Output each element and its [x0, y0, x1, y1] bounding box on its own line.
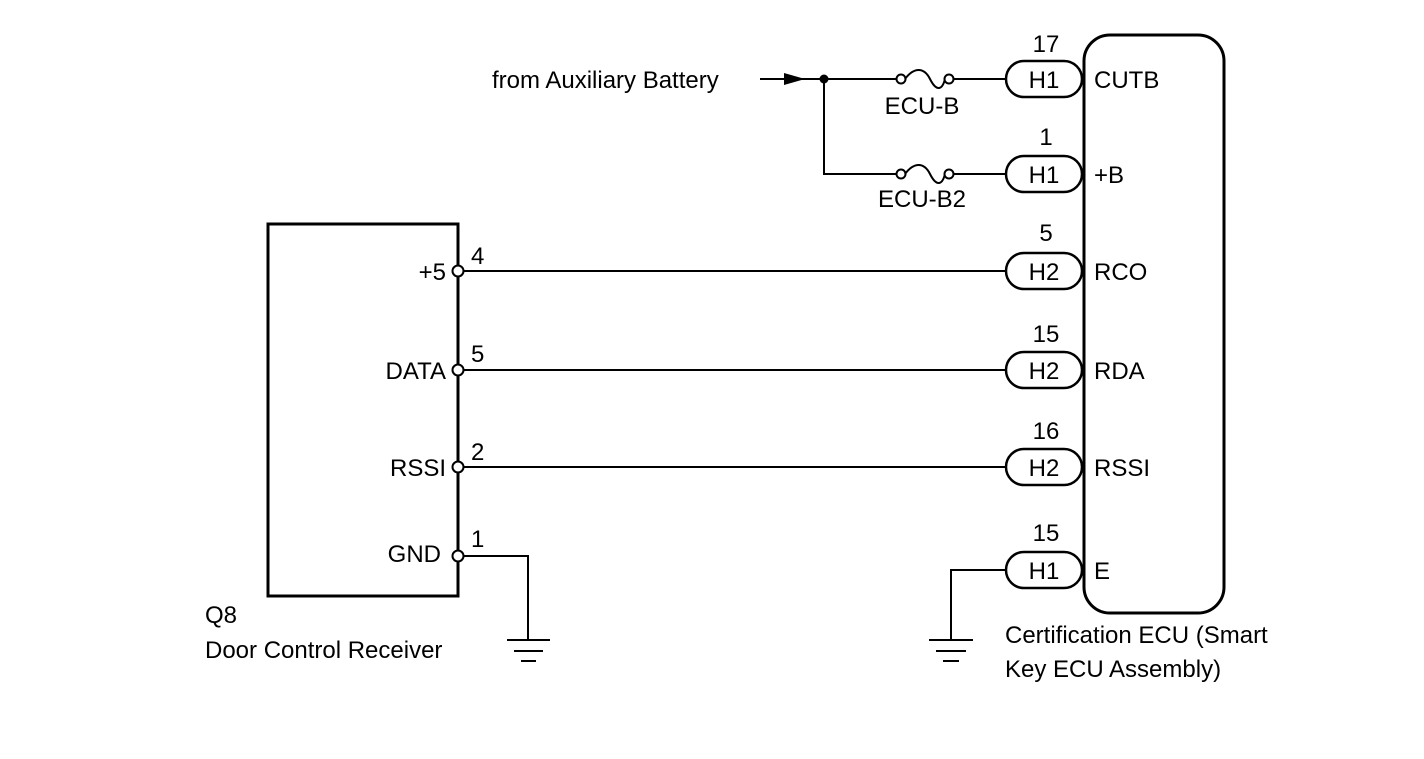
terminal-label: +B	[1094, 162, 1124, 189]
terminal-label: RDA	[1094, 358, 1145, 385]
connector-label: H1	[1029, 558, 1060, 585]
connector-label: H2	[1029, 358, 1060, 385]
terminal-circle	[451, 264, 465, 278]
ecu-terminal-rda: H2 15 RDA	[1004, 321, 1145, 390]
supply-branch-wire	[823, 79, 896, 175]
fuse-ecu-b2: ECU-B2	[878, 164, 1006, 213]
connector-label: H2	[1029, 259, 1060, 286]
pin-number: 1	[471, 526, 484, 553]
receiver-id: Q8	[205, 602, 237, 629]
pin-number: 4	[471, 243, 484, 270]
pin-label: RSSI	[390, 455, 446, 482]
ecu-name-line1: Certification ECU (Smart	[1005, 622, 1268, 649]
pin-number: 16	[1033, 418, 1060, 445]
source-label: from Auxiliary Battery	[492, 67, 719, 94]
pin-number: 15	[1033, 520, 1060, 547]
ecu-terminal-e: H1 15 E	[1004, 520, 1110, 590]
connector-label: H1	[1029, 162, 1060, 189]
fuse-label-ecu-b: ECU-B	[885, 93, 960, 120]
receiver-pin-rssi: RSSI 2	[390, 439, 1006, 482]
pin-label: DATA	[386, 358, 446, 385]
pin-label: +5	[419, 259, 446, 286]
pin-number: 1	[1039, 124, 1052, 151]
fuse-label-ecu-b2: ECU-B2	[878, 186, 966, 213]
terminal-label: CUTB	[1094, 67, 1159, 94]
ecu-terminal-rco: H2 5 RCO	[1004, 220, 1147, 291]
terminal-label: E	[1094, 558, 1110, 585]
terminal-circle	[451, 363, 465, 377]
receiver-name: Door Control Receiver	[205, 637, 442, 664]
receiver-pin-data: DATA 5	[386, 341, 1006, 385]
pin-number: 15	[1033, 321, 1060, 348]
receiver-pin-gnd: GND 1	[388, 526, 485, 568]
pin-number: 5	[1039, 220, 1052, 247]
pin-number: 17	[1033, 31, 1060, 58]
terminal-circle	[451, 549, 465, 563]
ecu-terminal-rssi: H2 16 RSSI	[1004, 418, 1150, 487]
source-arrow	[784, 73, 805, 85]
terminal-label: RCO	[1094, 259, 1147, 286]
connector-h1	[1004, 154, 1084, 194]
ecu-box	[1082, 33, 1226, 615]
pin-number: 2	[471, 439, 484, 466]
ecu-terminal-cutb: H1 17 CUTB	[1004, 31, 1159, 99]
receiver-ground-symbol	[464, 555, 550, 662]
pin-number: 5	[471, 341, 484, 368]
receiver-box	[266, 222, 460, 598]
connector-label: H2	[1029, 455, 1060, 482]
terminal-label: RSSI	[1094, 455, 1150, 482]
connector-label: H1	[1029, 67, 1060, 94]
ecu-ground-symbol	[929, 569, 1006, 662]
connector-h1	[1004, 59, 1084, 99]
fuse-ecu-b: ECU-B	[885, 69, 1006, 120]
ecu-terminal-plus-b: H1 1 +B	[1004, 124, 1124, 194]
pin-label: GND	[388, 541, 441, 568]
receiver-pin-plus5: +5 4	[419, 243, 1006, 286]
ecu-name-line2: Key ECU Assembly)	[1005, 656, 1221, 683]
terminal-circle	[451, 460, 465, 474]
